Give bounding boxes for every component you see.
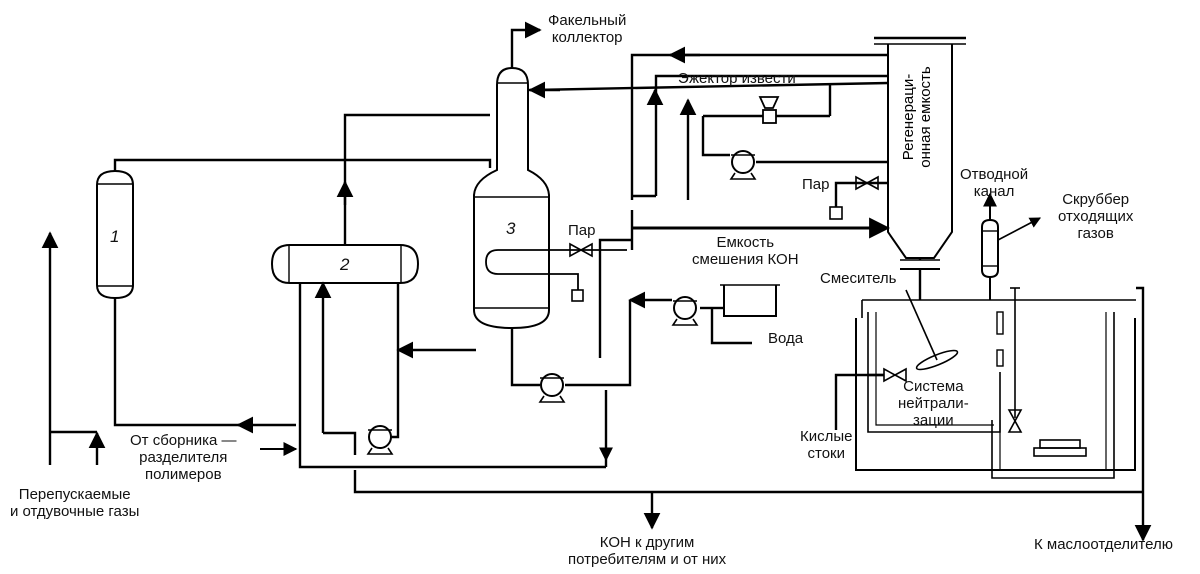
label-neutralization: Система нейтрали- зации xyxy=(898,378,969,429)
label-mixer: Смеситель xyxy=(820,270,897,287)
label-bypass-gases: Перепускаемые и отдувочные газы xyxy=(10,486,139,520)
label-from-separator: От сборника — разделителя полимеров xyxy=(130,432,237,483)
label-offgas-scrubber: Скруббер отходящих газов xyxy=(1058,191,1133,242)
pump-vessel2 xyxy=(366,425,394,455)
label-acid-effluents: Кислые стоки xyxy=(800,428,853,462)
label-from-separator-line1: От сборника — xyxy=(130,432,237,449)
pump-column xyxy=(538,373,566,403)
pump-regen xyxy=(729,150,757,180)
label-offgas-scrubber-line2: отходящих xyxy=(1058,208,1134,225)
label-discharge-channel-line1: Отводной xyxy=(960,166,1029,183)
column-3 xyxy=(473,66,627,330)
vessel-2-number: 2 xyxy=(340,255,350,274)
vessel-2 xyxy=(270,244,420,284)
label-from-separator-line2: разделителя xyxy=(139,449,228,466)
label-bypass-gases-line1: Перепускаемые xyxy=(18,486,131,503)
label-acid-effluents-line2: стоки xyxy=(807,445,846,462)
vessel-1-number: 1 xyxy=(110,227,120,246)
neutralization-basin xyxy=(855,287,1136,479)
label-neutralization-line2: нейтрали- xyxy=(898,395,969,412)
label-discharge-channel-line2: канал xyxy=(973,183,1015,200)
label-regeneration-tank-line1: Регенераци- xyxy=(900,73,917,161)
label-offgas-scrubber-line3: газов xyxy=(1077,225,1114,242)
label-discharge-channel: Отводной канал xyxy=(960,166,1028,200)
label-acid-effluents-line1: Кислые xyxy=(800,428,853,445)
label-koh-mixing-tank: Емкость смешения КОН xyxy=(692,234,799,268)
vessel-1 xyxy=(96,169,134,300)
label-regeneration-tank-line2: онная емкость xyxy=(917,66,934,168)
label-koh-consumers: КОН к другим потребителям и от них xyxy=(568,534,726,568)
label-steam-regen: Пар xyxy=(802,176,830,193)
label-koh-mixing-tank-line2: смешения КОН xyxy=(692,251,799,268)
label-to-oil-separator: К маслоотделителю xyxy=(1034,536,1173,553)
regeneration-tank xyxy=(874,36,966,300)
column-3-number: 3 xyxy=(506,219,516,238)
valve-acid xyxy=(883,367,907,383)
valve-neutralization xyxy=(1007,409,1023,433)
label-flare-header: Факельный коллектор xyxy=(548,12,626,46)
label-steam-column: Пар xyxy=(568,222,596,239)
label-from-separator-line3: полимеров xyxy=(144,466,222,483)
label-flare-header-line1: Факельный xyxy=(548,12,627,29)
label-neutralization-line1: Система xyxy=(903,378,964,395)
pipelines xyxy=(41,21,1152,542)
label-flare-header-line2: коллектор xyxy=(551,29,623,46)
valve-steam-regen xyxy=(855,175,879,191)
label-koh-mixing-tank-line1: Емкость xyxy=(716,234,775,251)
valve-steam-column xyxy=(569,242,593,258)
label-bypass-gases-line2: и отдувочные газы xyxy=(10,503,140,520)
label-koh-consumers-line2: потребителям и от них xyxy=(568,551,727,568)
label-koh-consumers-line1: КОН к другим xyxy=(599,534,695,551)
pump-water xyxy=(671,296,699,326)
offgas-scrubber xyxy=(981,192,1041,300)
lime-ejector xyxy=(703,96,830,124)
label-regeneration-tank: Регенераци- онная емкость xyxy=(900,62,934,172)
label-neutralization-line3: зации xyxy=(913,412,954,429)
label-lime-ejector: Эжектор извести xyxy=(678,70,796,87)
label-offgas-scrubber-line1: Скруббер xyxy=(1062,191,1130,208)
koh-mixing-tank xyxy=(712,284,780,317)
label-water: Вода xyxy=(768,330,804,347)
